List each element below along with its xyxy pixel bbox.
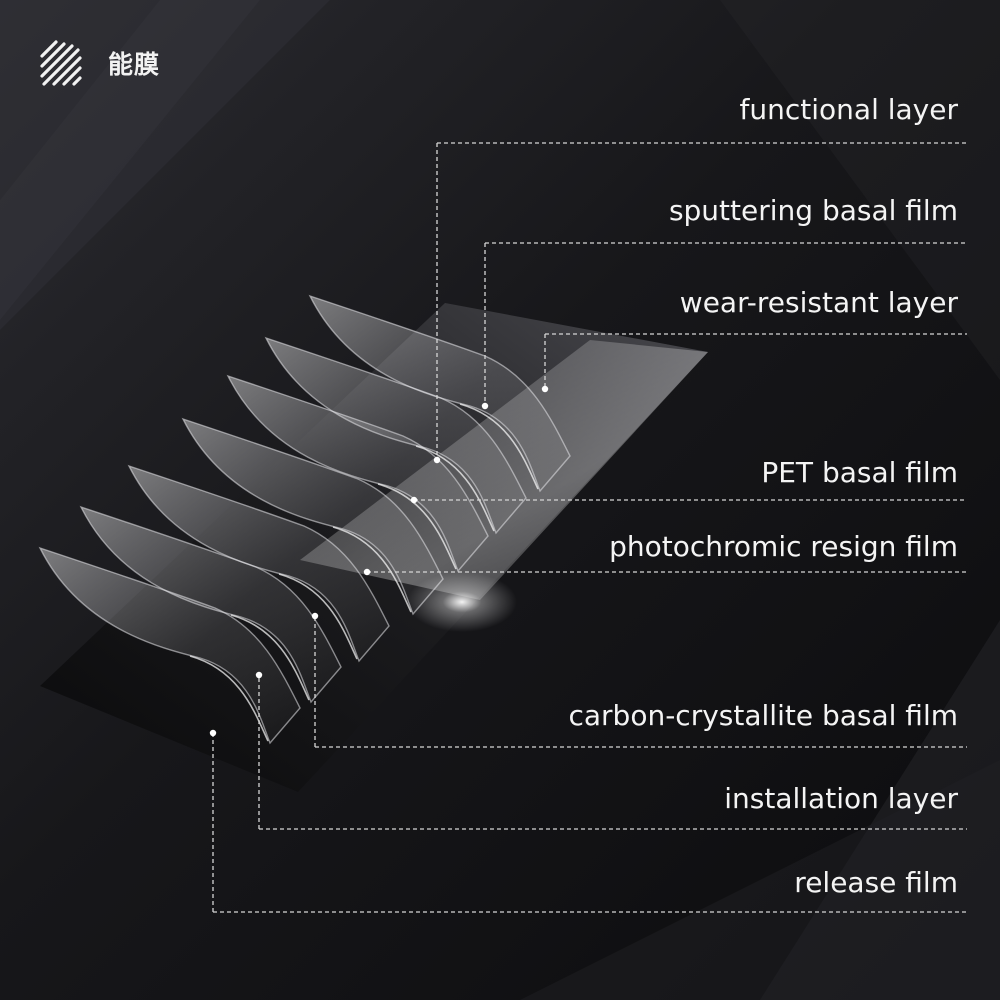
leader-dot — [255, 671, 263, 679]
film-curl — [226, 374, 489, 573]
brand-name: 能膜 — [108, 49, 161, 79]
label-pet-basal-film: PET basal film — [761, 456, 958, 489]
leader-dot — [410, 496, 418, 504]
film-curl-edge — [459, 403, 539, 490]
film-curl-edge — [332, 526, 412, 613]
light-flare — [407, 572, 517, 632]
leader-lines — [209, 142, 967, 913]
label-installation-layer: installation layer — [724, 782, 958, 815]
leader-dot — [541, 385, 549, 393]
brand-logo: 能膜 — [40, 40, 160, 88]
label-carbon-crystallite-basal-film: carbon-crystallite basal film — [568, 699, 958, 732]
label-release-film: release film — [794, 866, 958, 899]
diagonal-stripes-logo-icon — [40, 40, 82, 86]
leader-dot — [209, 729, 217, 737]
leader-dot — [481, 402, 489, 410]
film-curl-edge — [230, 614, 310, 701]
label-photochromic-resign-film: photochromic resign film — [609, 530, 958, 563]
label-sputtering-basal-film: sputtering basal film — [668, 194, 958, 227]
peeling-films — [38, 294, 571, 745]
label-wear-resistant-layer: wear-resistant layer — [679, 286, 958, 319]
leader-dot — [311, 612, 319, 620]
leader-dot — [433, 456, 441, 464]
film-curl-edge — [278, 573, 358, 660]
leader-dot — [363, 568, 371, 576]
film-curl-edge — [189, 655, 269, 742]
film-curl-edge — [415, 445, 495, 532]
film-curl-edge — [377, 483, 457, 570]
label-functional-layer: functional layer — [739, 93, 958, 126]
film-curl — [38, 546, 301, 745]
